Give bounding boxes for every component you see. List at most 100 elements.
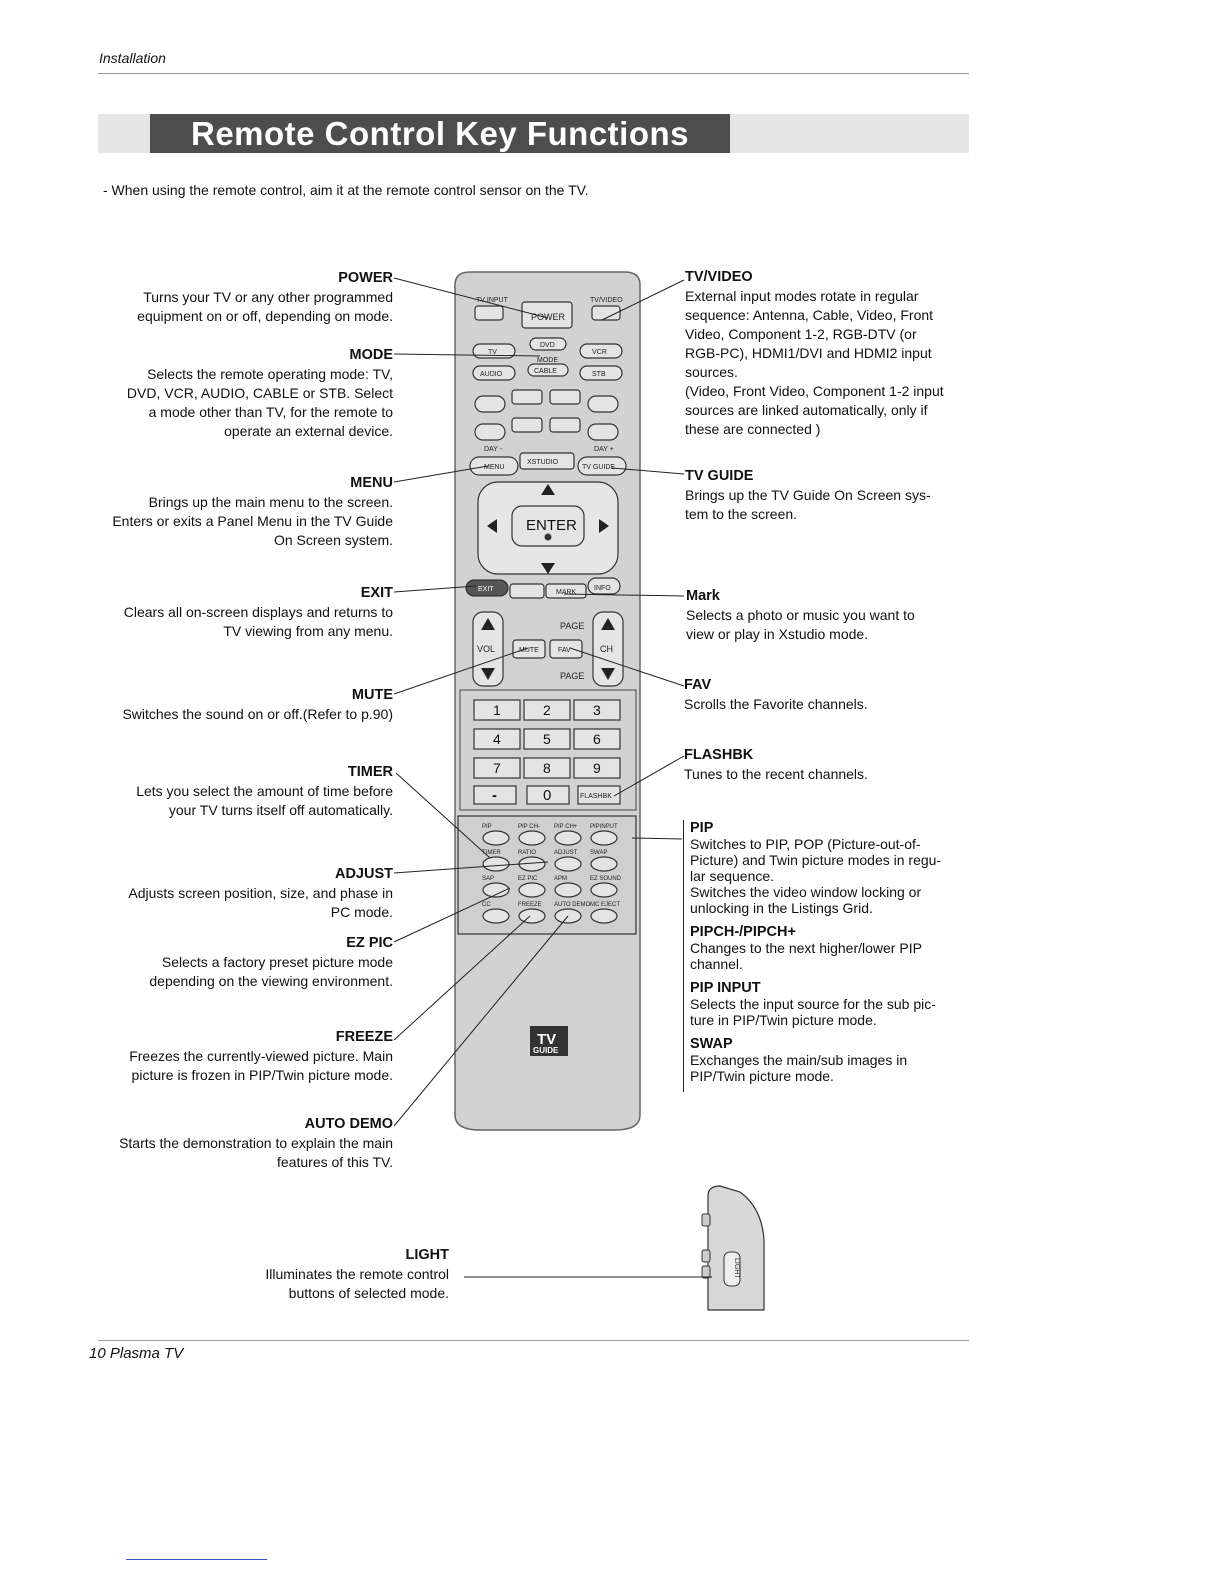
mode-dvd-text: DVD [540, 342, 555, 349]
power-text: POWER [531, 312, 566, 322]
remote-side-view: LIGHT [701, 1185, 765, 1311]
pip-button-0-3[interactable] [590, 830, 618, 846]
light-button [723, 1251, 741, 1287]
pipch-item: PIPCH-/PIPCH+ Changes to the next higher… [690, 924, 922, 972]
pip-label-2-0: SAP [482, 876, 494, 882]
exit-text: EXIT [478, 586, 494, 593]
pip-label-3-0: CC [482, 902, 491, 908]
page-up-text: PAGE [560, 621, 584, 631]
pip-button-2-0[interactable] [482, 882, 510, 898]
pip-label-0-3: PIPINPUT [590, 824, 618, 830]
pip-button-2-2[interactable] [554, 882, 582, 898]
label-mode: MODE Selects the remote operating mode: … [126, 347, 393, 439]
vol-up-icon [481, 618, 495, 630]
zero-button [526, 785, 570, 805]
skip-back-button [474, 423, 506, 441]
mode-vcr-button [579, 343, 623, 359]
numpad-frame [459, 689, 637, 811]
enter-text: ENTER [526, 517, 577, 534]
digit-4-button[interactable] [473, 728, 521, 750]
pip-button-0-2[interactable] [554, 830, 582, 846]
fast-back-button [511, 417, 543, 433]
enter-button [511, 505, 585, 547]
mode-cable-button [527, 363, 569, 377]
pip-item: PIP Switches to PIP, POP (Picture-out-of… [690, 820, 942, 916]
digit-6-button[interactable] [573, 728, 621, 750]
tv-input-button [474, 305, 504, 321]
page-down-text: PAGE [560, 671, 584, 681]
enter-dot [544, 533, 552, 541]
label-fav: FAV Scrolls the Favorite channels. [684, 677, 868, 712]
pip-button-2-3[interactable] [590, 882, 618, 898]
tv-input-text: TV INPUT [476, 297, 509, 304]
label-flashbk: FLASHBK Tunes to the recent channels. [684, 747, 868, 782]
zero-text: 0 [543, 787, 551, 804]
digit-7-button[interactable] [473, 757, 521, 779]
pip-button-0-0[interactable] [482, 830, 510, 846]
pip-label-3-2: AUTO DEMO [554, 902, 591, 908]
rewind-button [474, 395, 506, 413]
pip-button-2-1[interactable] [518, 882, 546, 898]
page-footer: 10 Plasma TV [89, 1345, 184, 1362]
left-arrow-icon [487, 519, 497, 533]
label-power: POWER Turns your TV or any other program… [137, 270, 393, 324]
pip-button-3-1[interactable] [518, 908, 546, 924]
digit-6-text: 6 [593, 731, 601, 747]
pip-label-0-2: PIP CH+ [554, 824, 578, 830]
mute-text: MUTE [519, 647, 539, 654]
flashbk-text: FLASHBK [580, 793, 612, 800]
info-button [587, 577, 621, 595]
skip-forward-button [587, 423, 619, 441]
label-freeze: FREEZE Freezes the currently-viewed pict… [129, 1029, 393, 1083]
pip-button-1-2[interactable] [554, 856, 582, 872]
label-mute: MUTE Switches the sound on or off.(Refer… [122, 687, 393, 722]
digit-3-button[interactable] [573, 699, 621, 721]
pip-label-3-1: FREEZE [518, 902, 542, 908]
label-tvguide: TV GUIDE Brings up the TV Guide On Scree… [685, 468, 931, 522]
tv-guide-text: TV GUIDE [582, 464, 615, 471]
mode-vcr-text: VCR [592, 349, 607, 356]
digit-2-button[interactable] [523, 699, 571, 721]
light-text: LIGHT [733, 1258, 740, 1279]
section-label: Installation [99, 50, 166, 66]
menu-button [469, 456, 519, 476]
digit-8-button[interactable] [523, 757, 571, 779]
bottom-underline [126, 1559, 267, 1560]
dash-button [473, 785, 517, 805]
digit-1-button[interactable] [473, 699, 521, 721]
pip-label-1-1: RATIO [518, 850, 536, 856]
pip-label-0-0: PIP [482, 824, 492, 830]
tv-guide-logo [530, 1026, 568, 1056]
fav-button [549, 639, 583, 659]
pip-button-1-0[interactable] [482, 856, 510, 872]
pip-label-2-1: EZ PIC [518, 876, 538, 882]
digit-5-text: 5 [543, 731, 551, 747]
header-rule [98, 73, 969, 74]
pip-label-1-0: TIMER [482, 850, 501, 856]
page-title: Remote Control Key Functions [150, 114, 730, 153]
pip-label-2-3: EZ SOUND [590, 876, 622, 882]
day-minus-text: DAY - [484, 446, 503, 453]
digit-7-text: 7 [493, 760, 501, 776]
digit-5-button[interactable] [523, 728, 571, 750]
pip-button-1-3[interactable] [590, 856, 618, 872]
menu-text: MENU [484, 464, 505, 471]
flashbk-button [577, 785, 621, 805]
pip-button-3-3[interactable] [590, 908, 618, 924]
ch-down-icon [601, 668, 615, 680]
label-menu: MENU Brings up the main menu to the scre… [112, 475, 393, 548]
leader-lines [393, 277, 712, 1278]
pip-button-3-0[interactable] [482, 908, 510, 924]
tv-guide-button [577, 456, 627, 476]
digit-8-text: 8 [543, 760, 551, 776]
label-tvvideo: TV/VIDEO External input modes rotate in … [685, 269, 944, 437]
dash-text: - [492, 787, 497, 804]
digit-9-button[interactable] [573, 757, 621, 779]
fav-text: FAV [558, 647, 571, 654]
pip-button-0-1[interactable] [518, 830, 546, 846]
tv-video-text: TV/VIDEO [590, 297, 623, 304]
digit-3-text: 3 [593, 702, 601, 718]
mark-text: MARK [556, 589, 577, 596]
